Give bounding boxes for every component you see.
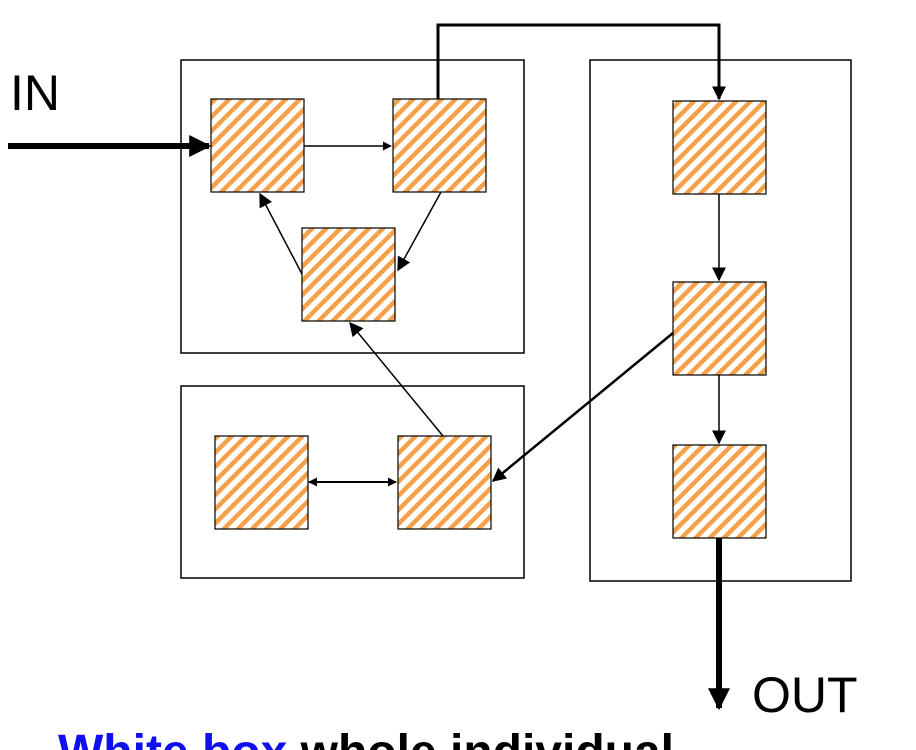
node-a (210, 98, 305, 193)
input-label: IN (10, 65, 60, 121)
node-b (392, 98, 487, 193)
node-e (397, 435, 492, 530)
output-label: OUT (752, 667, 858, 723)
upper-left-group (180, 59, 525, 354)
caption-rest: whole individual (287, 726, 674, 750)
caption: White box whole individual (58, 726, 674, 750)
node-d (214, 435, 309, 530)
node-c (301, 227, 396, 322)
lower-left-group (180, 385, 525, 579)
node-h (672, 444, 767, 539)
arrow-e-to-c (349, 321, 444, 437)
arrow-b-to-f (436, 23, 726, 101)
arrow-g-to-e (491, 332, 674, 482)
arrow-b-to-c (397, 191, 442, 272)
node-f (672, 100, 767, 195)
node-g (672, 281, 767, 376)
arrow-c-to-a (259, 192, 303, 275)
caption-lead: White box (58, 726, 288, 750)
